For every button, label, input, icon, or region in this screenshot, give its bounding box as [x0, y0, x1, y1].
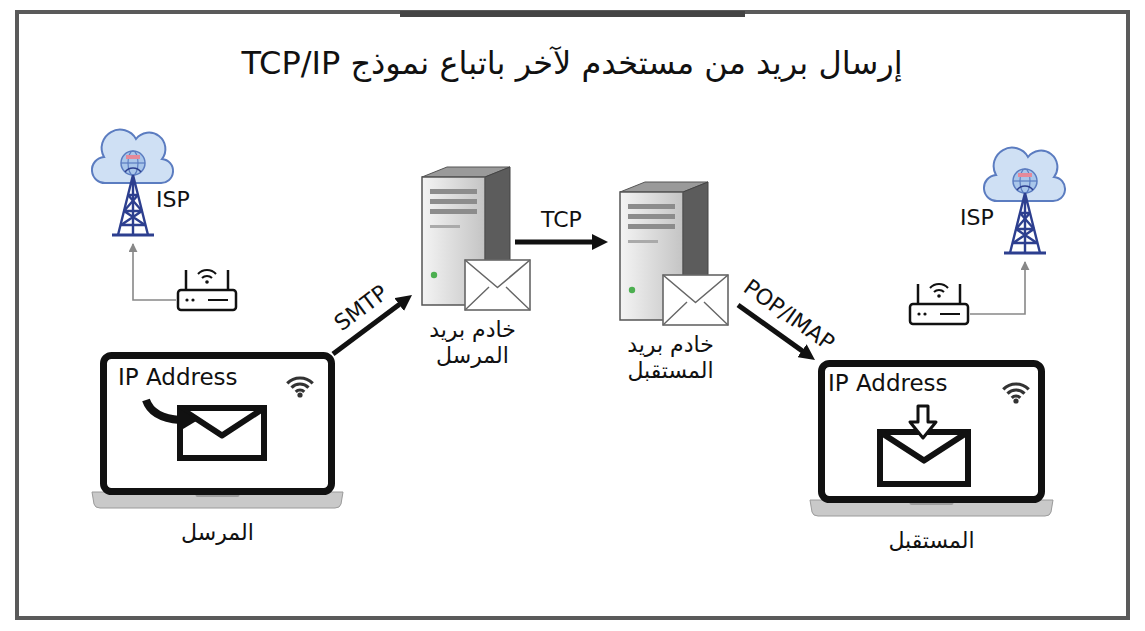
mail-server: خادم بريد المستقبل: [608, 180, 733, 389]
frame: [17, 12, 1128, 618]
protocol-arrow: [515, 240, 600, 245]
protocol-label: TCP: [539, 207, 584, 232]
node-caption: المستقبل: [818, 528, 1045, 554]
mail-server: خادم بريد المرسل: [410, 165, 535, 374]
protocol-label: POP/IMAP: [738, 273, 841, 357]
router-icon: [910, 284, 968, 324]
laptop-node: IP Addressالمستقبل: [818, 360, 1045, 500]
laptop-node: IP Addressالمرسل: [100, 352, 335, 492]
isp-icon: [980, 143, 1070, 258]
node-label: IP Address: [828, 370, 948, 398]
diagram-title: إرسال بريد من مستخدم لآخر باتباع نموذج T…: [241, 44, 902, 82]
node-label: IP Address: [118, 364, 238, 392]
uplink-line: [133, 244, 176, 300]
server-icon: [410, 165, 535, 315]
server-icon: [608, 180, 733, 330]
node-label: ISP: [156, 187, 190, 213]
node-label: خادم بريد المستقبل: [608, 332, 733, 385]
protocol-label: SMTP: [327, 279, 393, 337]
isp-icon: [88, 125, 178, 240]
node-label: ISP: [960, 205, 994, 231]
router-icon: [178, 270, 236, 310]
uplink-line: [970, 262, 1025, 314]
isp-node: ISP: [88, 125, 203, 240]
node-caption: المرسل: [100, 520, 335, 546]
frame-bar: [400, 11, 745, 17]
node-label: خادم بريد المرسل: [410, 317, 535, 370]
isp-node: ISP: [955, 143, 1070, 258]
